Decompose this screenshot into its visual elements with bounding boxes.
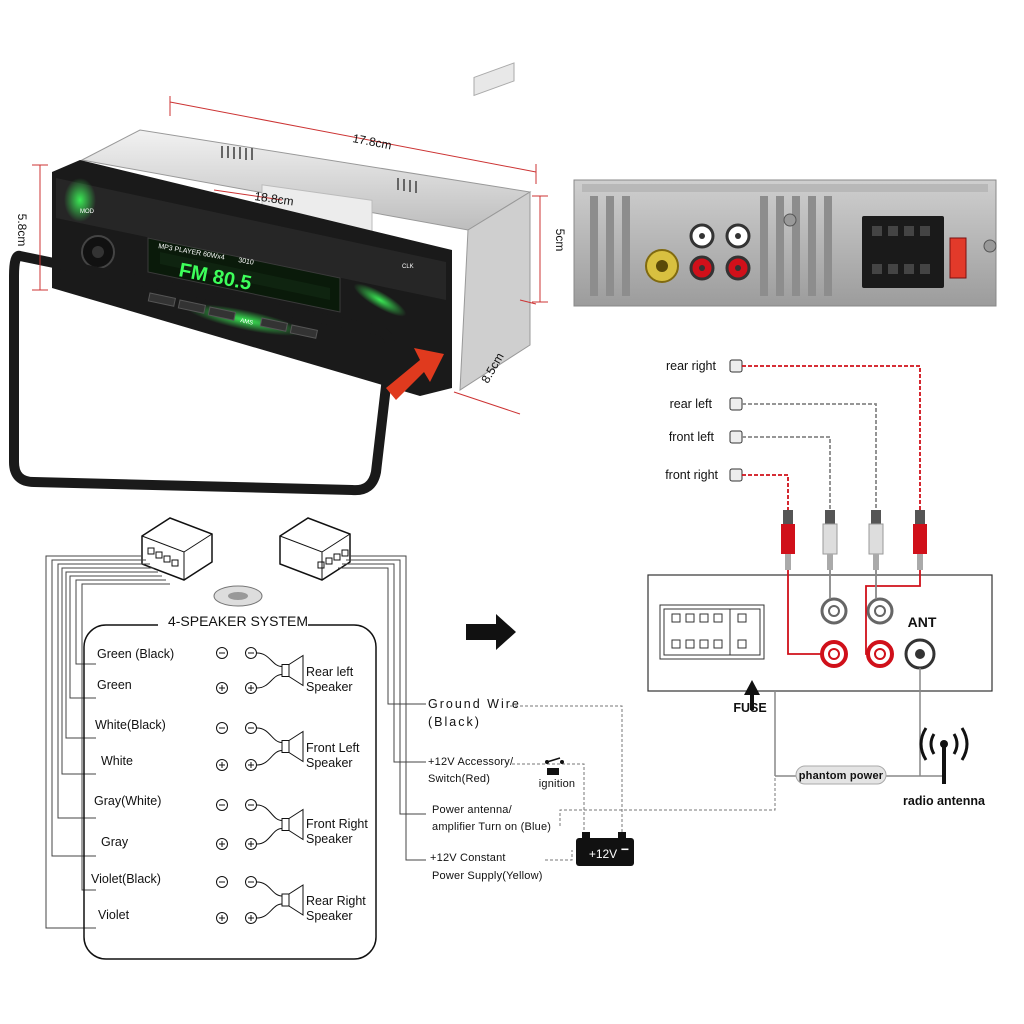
wire-label-violet: Violet: [98, 908, 130, 922]
radio-antenna-label: radio antenna: [903, 794, 986, 808]
speaker-wire-labels: Green (Black) Green White(Black) White G…: [91, 647, 174, 922]
speaker-icon: [213, 585, 263, 607]
speaker-units: Rear left Speaker Front Left Speaker Fro…: [256, 652, 368, 923]
speaker-cone-icon: [256, 652, 304, 689]
right-wire-bundle: [338, 555, 426, 861]
insert-arrow: [386, 348, 444, 400]
ground-wire-color: (Black): [428, 715, 481, 729]
dimension-lines: [32, 96, 548, 415]
wire-label-white: White: [101, 754, 133, 768]
ignition-switch-icon: [545, 757, 564, 775]
faceplate-clk-label: CLK: [402, 264, 414, 270]
polarity-symbols: [216, 647, 257, 924]
wire-label-green: Green: [97, 678, 132, 692]
speaker-front-right-line2: Speaker: [306, 832, 353, 846]
ant-label: ANT: [908, 614, 937, 630]
power-wiring: Ground Wire (Black) +12V Accessory/ Swit…: [428, 697, 776, 882]
speaker-cone-icon: [256, 727, 304, 766]
rear-panel: [573, 179, 997, 307]
faceplate-model-number: 3010: [238, 257, 255, 267]
speaker-rear-right-line2: Speaker: [306, 909, 353, 923]
rca-label-front-right: front right: [665, 468, 718, 482]
speaker-system-title: 4-SPEAKER SYSTEM: [168, 613, 308, 629]
speaker-cone-icon: [256, 804, 304, 845]
speaker-rear-left-line1: Rear left: [306, 665, 354, 679]
constant-wire-label: +12V Constant: [430, 852, 506, 864]
dim-body-height: 5cm: [553, 229, 567, 252]
car-radio-unit: MP3 PLAYER 60Wx4 3010 FM 80.5 AMS CLK MO…: [9, 62, 532, 496]
speaker-front-left-line1: Front Left: [306, 741, 360, 755]
battery-label: +12V: [589, 847, 617, 861]
speaker-front-right-line1: Front Right: [306, 817, 368, 831]
dim-front-width: 18.8cm: [254, 189, 295, 208]
dim-length: 17.8cm: [351, 131, 392, 152]
phantom-power-label: phantom power: [799, 770, 884, 782]
faceplate-ams-label: AMS: [240, 318, 254, 327]
wire-label-green-black: Green (Black): [97, 647, 174, 661]
battery-icon: +12V −: [576, 832, 634, 866]
acc-wire-label: +12V Accessory/: [428, 756, 514, 768]
left-wire-bundle: [45, 555, 170, 929]
flow-arrow-icon: [466, 614, 516, 650]
constant-wire-color: Power Supply(Yellow): [432, 870, 543, 882]
rca-label-rear-right: rear right: [666, 359, 717, 373]
speaker-rear-left-line2: Speaker: [306, 680, 353, 694]
head-unit-rear-schematic: ANT FUSE: [647, 570, 993, 715]
antenna-icon: [919, 727, 969, 784]
speaker-front-left-line2: Speaker: [306, 756, 353, 770]
wire-label-gray-white: Gray(White): [94, 794, 161, 808]
radio-antenna-group: phantom power radio antenna: [774, 668, 986, 808]
wire-label-white-black: White(Black): [95, 718, 166, 732]
rca-output-group: rear right rear left front left front ri…: [665, 359, 927, 570]
rca-label-front-left: front left: [669, 430, 715, 444]
svg-text:−: −: [621, 841, 629, 857]
speaker-system-box: 4-SPEAKER SYSTEM: [83, 612, 377, 960]
acc-wire-color: Switch(Red): [428, 773, 490, 785]
power-antenna-label: Power antenna/: [432, 804, 513, 816]
iso-connector-right: [279, 517, 351, 581]
fuse-label: FUSE: [733, 701, 766, 715]
wire-label-gray: Gray: [101, 835, 129, 849]
power-antenna-color: amplifier Turn on (Blue): [432, 821, 551, 833]
mounting-frame: [9, 250, 396, 496]
speaker-cone-icon: [256, 881, 304, 919]
ground-wire-label: Ground Wire: [428, 697, 521, 711]
rca-label-rear-left: rear left: [670, 397, 713, 411]
iso-connector-left: [141, 517, 213, 581]
dim-height: 5.8cm: [15, 214, 29, 247]
speaker-rear-right-line1: Rear Right: [306, 894, 366, 908]
ignition-label: ignition: [539, 778, 575, 790]
wire-label-violet-black: Violet(Black): [91, 872, 161, 886]
faceplate-mode-label: MOD: [80, 209, 95, 215]
